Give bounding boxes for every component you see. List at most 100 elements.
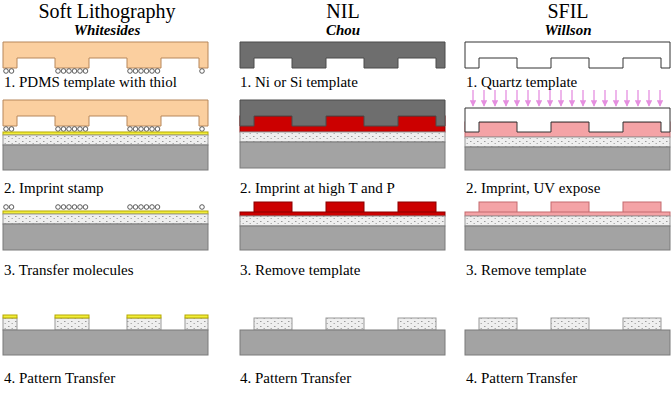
patterned-feature <box>3 318 17 330</box>
step-caption: 1. PDMS template with thiol <box>4 74 177 91</box>
uv-arrow <box>637 90 638 106</box>
patterned-feature <box>326 318 364 330</box>
thiol-molecule <box>128 69 133 74</box>
thiol-molecule <box>78 69 83 74</box>
uv-arrow <box>472 90 473 106</box>
thiol-molecule <box>83 69 88 74</box>
resist-layer <box>465 212 670 216</box>
thiol-molecule <box>67 205 72 210</box>
uv-arrow <box>549 90 550 106</box>
transfer-layer <box>240 216 445 226</box>
resist-layer <box>240 212 445 216</box>
thiol-molecule <box>4 127 9 132</box>
thiol-molecule <box>144 69 149 74</box>
uv-arrow <box>604 90 605 106</box>
substrate <box>3 145 208 170</box>
thiol-molecule <box>9 127 14 132</box>
thiol-molecule <box>78 127 83 132</box>
thiol-molecule <box>78 205 83 210</box>
thiol-molecule <box>61 127 66 132</box>
uv-arrow <box>483 90 484 106</box>
thiol-molecule <box>150 205 155 210</box>
uv-arrow <box>494 90 495 106</box>
thiol-molecule <box>72 69 77 74</box>
uv-arrow <box>659 90 660 106</box>
uv-arrow <box>626 90 627 106</box>
resist-feature <box>254 202 292 213</box>
thiol-cap <box>185 315 208 318</box>
thiol-molecule <box>139 69 144 74</box>
patterned-feature <box>254 318 292 330</box>
step-caption: 4. Pattern Transfer <box>4 370 115 387</box>
pdms-stamp <box>3 100 208 126</box>
resist-layer <box>465 122 670 137</box>
step-caption: 2. Imprint stamp <box>4 180 104 197</box>
patterned-feature <box>185 318 208 330</box>
inventor-name: Whitesides <box>74 22 141 39</box>
thiol-molecule <box>200 69 205 74</box>
thiol-molecule <box>144 127 149 132</box>
substrate <box>3 330 208 355</box>
thiol-molecule <box>56 127 61 132</box>
uv-arrow <box>516 90 517 106</box>
step-caption: 4. Pattern Transfer <box>240 370 351 387</box>
uv-arrow <box>582 90 583 106</box>
column-title: Soft Lithography <box>38 0 175 23</box>
substrate <box>3 224 208 250</box>
transfer-layer <box>465 216 670 226</box>
uv-arrow <box>571 90 572 106</box>
thiol-molecule <box>150 69 155 74</box>
column-title: NIL <box>326 0 359 23</box>
thiol-cap <box>55 315 89 318</box>
thiol-molecule <box>200 127 205 132</box>
thiol-molecule <box>4 69 9 74</box>
substrate <box>465 147 670 170</box>
thiol-molecule <box>155 127 160 132</box>
quartz-template <box>465 42 670 68</box>
uv-arrow <box>505 90 506 106</box>
step-caption: 3. Remove template <box>240 262 360 279</box>
patterned-feature <box>127 318 161 330</box>
thiol-molecule <box>155 69 160 74</box>
thiol-molecule <box>56 205 61 210</box>
nickel-template <box>240 42 445 68</box>
uv-arrow <box>538 90 539 106</box>
nickel-template <box>240 100 445 126</box>
resist-layer <box>240 116 445 132</box>
resist-feature <box>479 202 517 213</box>
thiol-cap <box>127 315 161 318</box>
substrate <box>240 142 445 168</box>
uv-arrow <box>615 90 616 106</box>
thiol-molecule <box>56 69 61 74</box>
thiol-molecule <box>133 127 138 132</box>
thiol-molecule <box>83 127 88 132</box>
substrate <box>240 226 445 250</box>
transfer-layer <box>3 214 208 224</box>
pdms-template <box>3 42 208 68</box>
step-caption: 4. Pattern Transfer <box>466 370 577 387</box>
substrate <box>240 330 445 355</box>
thiol-molecule <box>144 205 149 210</box>
patterned-feature <box>398 318 436 330</box>
substrate <box>465 226 670 250</box>
thiol-molecule <box>128 127 133 132</box>
resist-feature <box>551 202 589 213</box>
thiol-molecule <box>150 127 155 132</box>
thiol-molecule <box>72 205 77 210</box>
transfer-layer <box>3 135 208 145</box>
thiol-molecule <box>155 205 160 210</box>
patterned-feature <box>479 318 517 330</box>
step-caption: 2. Imprint at high T and P <box>240 180 395 197</box>
thiol-molecule <box>133 69 138 74</box>
thiol-molecule <box>128 205 133 210</box>
thiol-cap <box>3 315 17 318</box>
patterned-feature <box>55 318 89 330</box>
transfer-layer <box>240 132 445 142</box>
thiol-molecule <box>61 205 66 210</box>
thiol-molecule <box>61 69 66 74</box>
column-title: SFIL <box>547 0 588 23</box>
thiol-molecule <box>133 205 138 210</box>
quartz-template <box>465 108 670 132</box>
step-caption: 2. Imprint, UV expose <box>466 180 600 197</box>
